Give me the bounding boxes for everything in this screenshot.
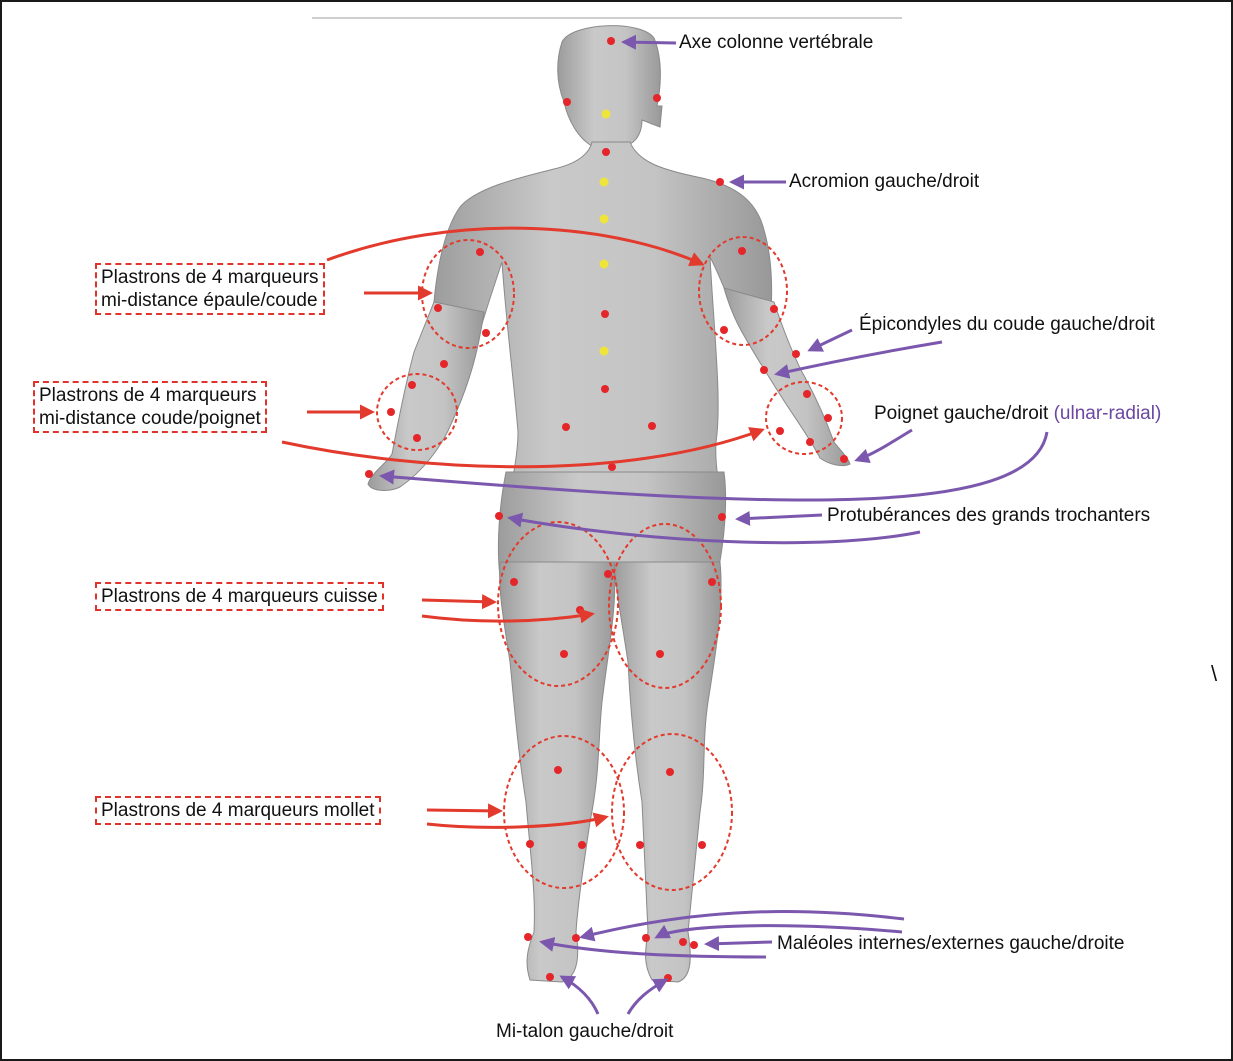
label-trochanters: Protubérances des grands trochanters bbox=[827, 504, 1150, 528]
label-calf-plates: Plastrons de 4 marqueurs mollet bbox=[95, 796, 381, 825]
arrow-thigh-left bbox=[422, 600, 494, 602]
arrow-epicondyle-right bbox=[810, 330, 852, 350]
arrow-heel-left bbox=[562, 977, 598, 1014]
arrow-epicondyle-left bbox=[777, 342, 942, 374]
label-forearm-line1: Plastrons de 4 marqueurs bbox=[39, 384, 261, 407]
label-thigh-plates: Plastrons de 4 marqueurs cuisse bbox=[95, 582, 384, 611]
arrow-heel-right bbox=[628, 980, 666, 1014]
label-forearm-line2: mi-distance coude/poignet bbox=[39, 407, 261, 430]
label-spine: Axe colonne vertébrale bbox=[679, 31, 873, 55]
body-silhouette bbox=[368, 26, 850, 982]
arrow-trochanter-right bbox=[738, 515, 822, 519]
label-upper-arm-line1: Plastrons de 4 marqueurs bbox=[101, 266, 319, 289]
label-upper-arm-plates: Plastrons de 4 marqueurs mi-distance épa… bbox=[95, 263, 325, 315]
label-wrist-main: Poignet gauche/droit bbox=[874, 403, 1048, 424]
label-wrist-detail: (ulnar-radial) bbox=[1054, 403, 1162, 424]
arrow-calf-left bbox=[427, 810, 500, 811]
label-heel: Mi-talon gauche/droit bbox=[496, 1020, 673, 1044]
label-forearm-plates: Plastrons de 4 marqueurs mi-distance cou… bbox=[33, 381, 267, 433]
stray-glyph: \ bbox=[1211, 662, 1217, 686]
arrow-spine bbox=[624, 42, 676, 43]
label-wrist: Poignet gauche/droit (ulnar-radial) bbox=[874, 402, 1161, 426]
label-acromion: Acromion gauche/droit bbox=[789, 170, 979, 194]
label-malleoli: Maléoles internes/externes gauche/droite bbox=[777, 932, 1124, 956]
arrow-wrist-right bbox=[857, 430, 912, 460]
arm-right bbox=[724, 288, 850, 466]
label-upper-arm-line2: mi-distance épaule/coude bbox=[101, 289, 319, 312]
label-epicondyles: Épicondyles du coude gauche/droit bbox=[859, 313, 1155, 337]
arrow-malleolus-right bbox=[707, 942, 772, 944]
